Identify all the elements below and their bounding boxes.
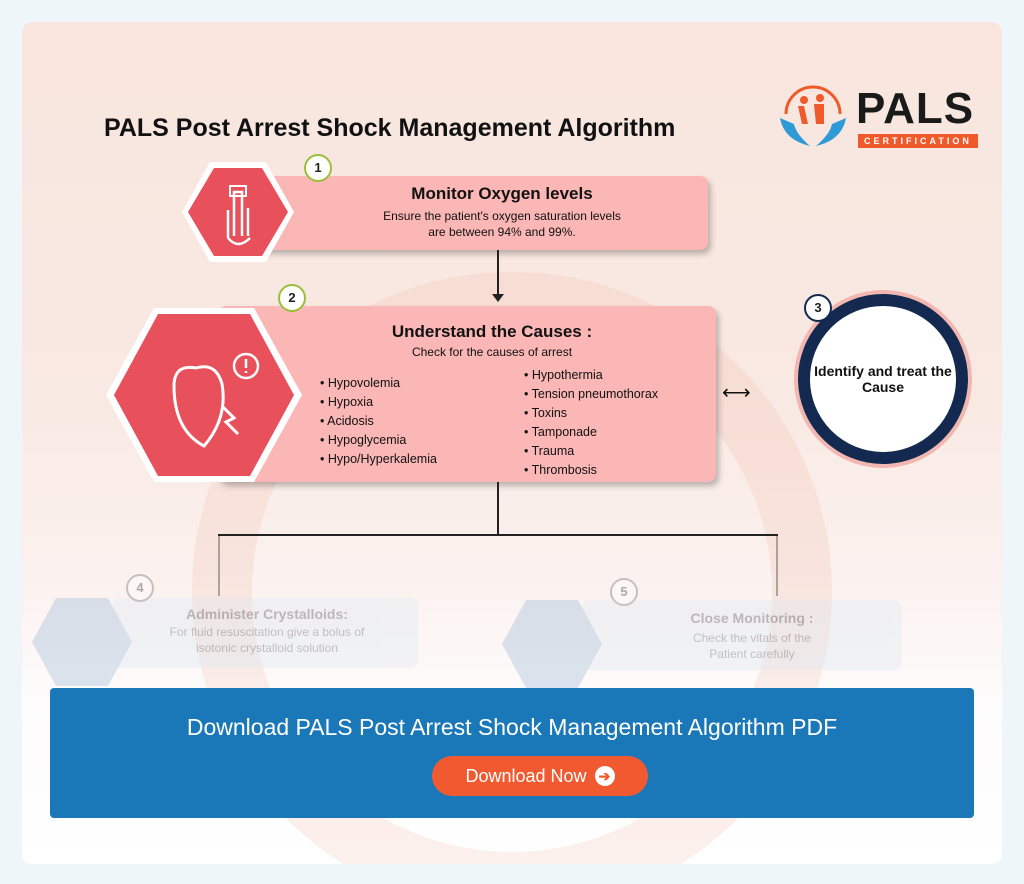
connector-line: [218, 534, 778, 536]
iv-drip-icon: [32, 598, 132, 686]
causes-list-right: HypothermiaTension pneumothoraxToxinsTam…: [524, 366, 658, 480]
causes-list-left: HypovolemiaHypoxiaAcidosisHypoglycemiaHy…: [320, 374, 437, 469]
page-title: PALS Post Arrest Shock Management Algori…: [104, 114, 676, 142]
step-desc: Ensure the patient's oxygen saturation l…: [383, 209, 621, 239]
bidirectional-arrow-icon: ⟷: [722, 382, 751, 404]
arrow-right-icon: ➔: [594, 766, 615, 786]
logo-subtitle: CERTIFICATION: [858, 134, 978, 148]
step-title: Administer Crystalloids:: [186, 606, 348, 622]
heart-warning-icon: [106, 308, 302, 482]
hands-people-icon: [780, 85, 846, 146]
hand-oximeter-icon: [182, 162, 294, 262]
pals-logo: PALS CERTIFICATION: [774, 84, 978, 150]
step-5-box: [582, 600, 902, 670]
connector-line: [218, 534, 220, 596]
step-title: Monitor Oxygen levels: [411, 184, 593, 203]
step-number: 1: [304, 154, 332, 182]
step-number: 2: [278, 284, 306, 312]
banner-text: Download PALS Post Arrest Shock Manageme…: [186, 714, 838, 740]
download-button-label: Download Now: [465, 765, 587, 786]
step-desc: Check for the causes of arrest: [411, 345, 573, 359]
step-1-box: [252, 176, 708, 250]
arrow-head: [492, 294, 504, 302]
step-number: 5: [610, 578, 638, 606]
algorithm-card: PALS Post Arrest Shock Management Algori…: [22, 22, 1002, 864]
monitor-chart-icon: [502, 600, 602, 688]
connector-arrow: [497, 250, 499, 300]
step-number: 3: [804, 294, 832, 322]
step-title: Understand the Causes :: [391, 322, 593, 341]
download-now-button[interactable]: Download Now ➔: [432, 756, 648, 796]
step-number: 4: [126, 574, 154, 602]
connector-line: [776, 534, 778, 596]
connector-line: [497, 482, 499, 534]
logo-text: PALS: [856, 84, 975, 133]
step-4-box: [112, 598, 418, 668]
download-banner: Download PALS Post Arrest Shock Manageme…: [50, 688, 974, 818]
step-title: Close Monitoring :: [690, 610, 814, 626]
